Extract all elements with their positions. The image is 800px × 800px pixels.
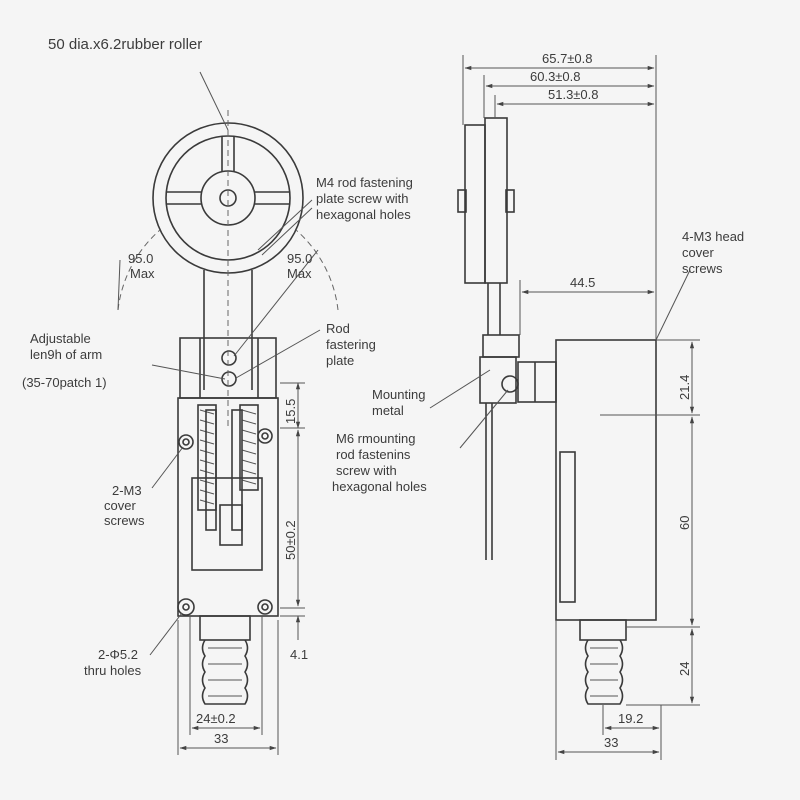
roller-label: 50 dia.x6.2rubber roller (48, 36, 203, 53)
m6-label-2: rod fastenins (336, 447, 411, 462)
thru-holes-label-2: thru holes (84, 663, 142, 678)
dim-15-5: 15.5 (283, 398, 298, 424)
side-view (429, 55, 700, 760)
dim-50: 50±0.2 (283, 520, 298, 560)
roller-hub (200, 170, 256, 226)
switch-body-side (555, 339, 657, 621)
mounting-metal-label-1: Mounting (372, 387, 426, 402)
dim-60: 60 (677, 515, 692, 530)
angle-left: 95.0 (128, 251, 154, 266)
dim-65-7: 65.7±0.8 (542, 51, 593, 66)
dim-19-2: 19.2 (618, 711, 644, 726)
angle-right: 95.0 (287, 251, 313, 266)
head-screws-label-2: cover (682, 245, 714, 260)
m4-screw-label-1: M4 rod fastening (316, 175, 413, 190)
switch-body (177, 397, 279, 617)
cover-screws-label-1: 2-M3 (112, 483, 142, 498)
rod-plate-label-3: plate (326, 353, 355, 368)
cover-screws-label-3: screws (104, 513, 145, 528)
dim-51-3: 51.3±0.8 (548, 87, 599, 102)
adjustable-label-3: (35-70patch 1) (22, 375, 107, 390)
dim-24-right: 24 (677, 661, 692, 676)
dim-24-left: 24±0.2 (196, 711, 236, 726)
angle-right-max: Max (287, 266, 312, 281)
dim-4-1: 4.1 (290, 647, 309, 662)
angle-left-max: Max (130, 266, 155, 281)
mounting-metal-label-2: metal (372, 403, 404, 418)
cover-screw-icon (178, 434, 194, 450)
thru-holes-label-1: 2-Φ5.2 (98, 647, 139, 662)
m4-screw-label-3: hexagonal holes (316, 207, 411, 222)
dim-33-right: 33 (604, 735, 619, 750)
rod-plate-label-2: fastering (326, 337, 376, 352)
cover-screws-label-2: cover (104, 498, 136, 513)
dim-60-3: 60.3±0.8 (530, 69, 581, 84)
m4-screw-label-2: plate screw with (316, 191, 409, 206)
m6-label-1: M6 rmounting (336, 431, 416, 446)
head-screws-label-1: 4-M3 head (682, 229, 745, 244)
rod-plate-label-1: Rod (326, 321, 350, 336)
m6-label-4: hexagonal holes (332, 479, 427, 494)
dim-21-4: 21.4 (677, 374, 692, 400)
adjustable-label-2: len9h of arm (30, 347, 103, 362)
thru-hole-icon (177, 598, 195, 616)
front-view (117, 71, 339, 755)
m6-label-3: screw with (336, 463, 397, 478)
head-screws-label-3: screws (682, 261, 723, 276)
dim-44-5: 44.5 (570, 275, 596, 290)
adjustable-label-1: Adjustable (30, 331, 91, 346)
dim-33-left: 33 (214, 731, 229, 746)
